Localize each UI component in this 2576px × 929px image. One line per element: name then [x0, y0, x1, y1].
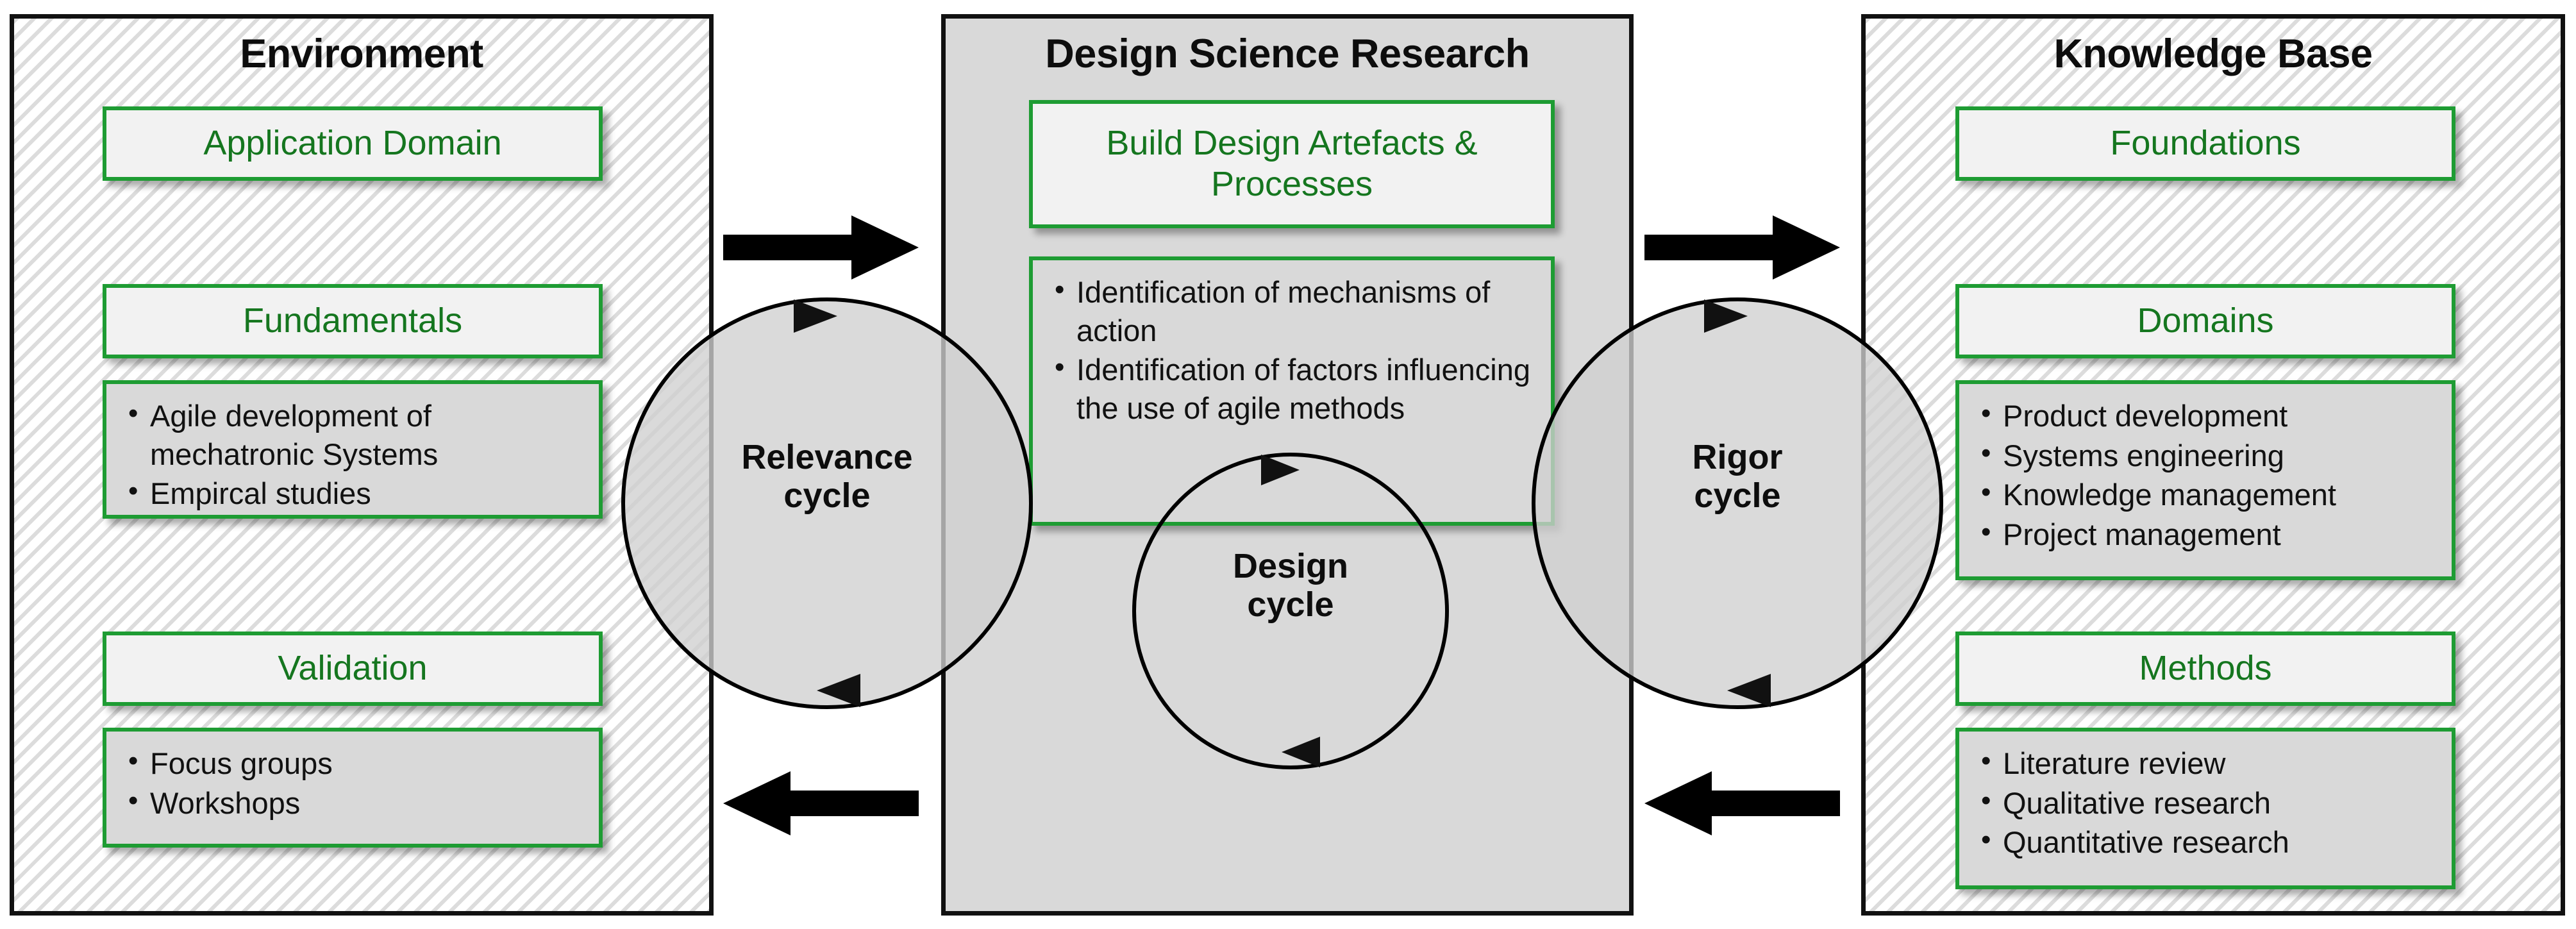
- card-fundamentals[interactable]: Fundamentals: [103, 284, 603, 358]
- list-item: Agile development of mechatronic Systems: [128, 396, 582, 473]
- card-fundamentals-label: Fundamentals: [242, 301, 463, 340]
- cycle-relevance[interactable]: Relevance cycle: [615, 292, 1039, 715]
- list-item: Qualitative research: [1981, 783, 2435, 823]
- card-domains-items[interactable]: Product development Systems engineering …: [1955, 380, 2455, 580]
- arrow-dsr-to-environment: [723, 771, 919, 835]
- list-methods: Literature review Qualitative research Q…: [1959, 732, 2452, 862]
- card-validation[interactable]: Validation: [103, 632, 603, 706]
- panel-knowledge-base-title: Knowledge Base: [2053, 31, 2373, 76]
- card-build-design-artefacts[interactable]: Build Design Artefacts & Processes: [1029, 100, 1555, 228]
- card-validation-label: Validation: [278, 649, 428, 688]
- list-item: Product development: [1981, 396, 2435, 435]
- card-methods-items[interactable]: Literature review Qualitative research Q…: [1955, 728, 2455, 889]
- list-domains: Product development Systems engineering …: [1959, 384, 2452, 554]
- card-dsr-items[interactable]: Identification of mechanisms of action I…: [1029, 256, 1555, 526]
- list-item: Literature review: [1981, 743, 2435, 783]
- card-application-domain-label: Application Domain: [203, 124, 502, 163]
- cycle-rigor[interactable]: Rigor cycle: [1526, 292, 1949, 715]
- list-item: Focus groups: [128, 743, 582, 783]
- list-item: Identification of factors influencing th…: [1055, 349, 1534, 427]
- card-domains-label: Domains: [2137, 301, 2274, 340]
- card-fundamentals-items[interactable]: Agile development of mechatronic Systems…: [103, 380, 603, 519]
- list-item: Workshops: [128, 783, 582, 823]
- list-validation: Focus groups Workshops: [106, 732, 599, 822]
- card-methods[interactable]: Methods: [1955, 632, 2455, 706]
- panel-design-science-research-title: Design Science Research: [1045, 31, 1530, 76]
- list-fundamentals: Agile development of mechatronic Systems…: [106, 384, 599, 513]
- arrow-dsr-to-knowledge-base: [1644, 215, 1840, 280]
- cycle-design[interactable]: Design cycle: [1128, 448, 1453, 774]
- card-build-design-artefacts-label: Build Design Artefacts & Processes: [1106, 124, 1478, 203]
- card-methods-label: Methods: [2139, 649, 2272, 688]
- list-item: Project management: [1981, 514, 2435, 554]
- card-application-domain[interactable]: Application Domain: [103, 106, 603, 181]
- list-item: Systems engineering: [1981, 435, 2435, 475]
- arrow-environment-to-dsr: [723, 215, 919, 280]
- card-foundations-label: Foundations: [2110, 124, 2301, 163]
- card-foundations[interactable]: Foundations: [1955, 106, 2455, 181]
- list-item: Quantitative research: [1981, 822, 2435, 862]
- list-dsr: Identification of mechanisms of action I…: [1033, 260, 1551, 428]
- arrow-knowledge-base-to-dsr: [1644, 771, 1840, 835]
- list-item: Knowledge management: [1981, 474, 2435, 514]
- card-validation-items[interactable]: Focus groups Workshops: [103, 728, 603, 848]
- panel-environment-title: Environment: [240, 31, 483, 76]
- list-item: Identification of mechanisms of action: [1055, 272, 1534, 349]
- card-domains[interactable]: Domains: [1955, 284, 2455, 358]
- list-item: Empircal studies: [128, 473, 582, 513]
